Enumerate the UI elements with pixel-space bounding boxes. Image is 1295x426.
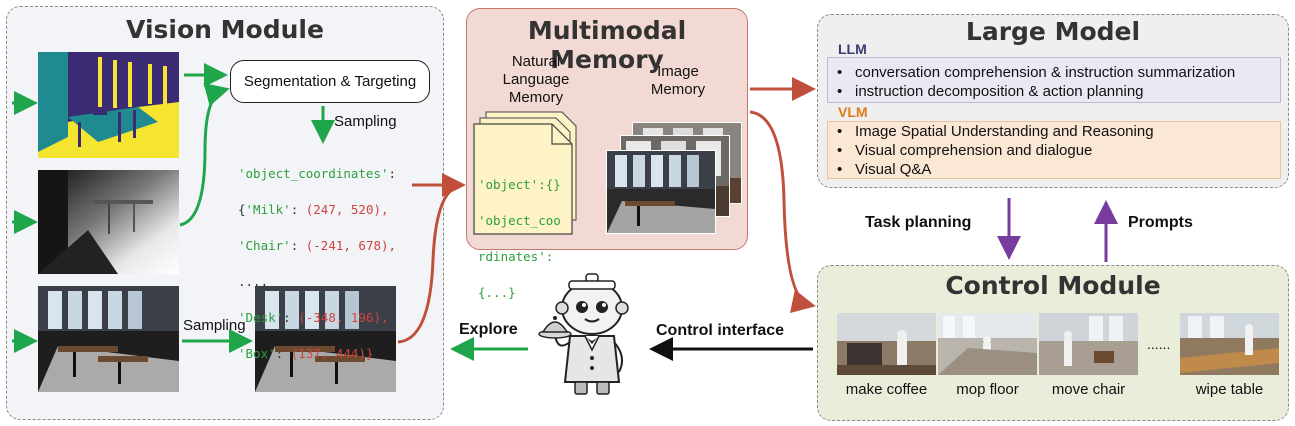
document-code: 'object':{} 'object_coo rdinates': {...} xyxy=(478,158,561,320)
explore-label: Explore xyxy=(459,321,518,338)
llm-label: LLM xyxy=(838,41,867,57)
code-value-box: (137, 444)} xyxy=(290,346,374,361)
code-key-desk: 'Desk' xyxy=(238,310,284,325)
segmentation-targeting-box: Segmentation & Targeting xyxy=(230,60,430,103)
code-open-brace: { xyxy=(238,202,246,217)
task-ellipsis: ...... xyxy=(1147,336,1171,352)
task-photo-wipe-table xyxy=(1180,313,1279,375)
vision-module-title: Vision Module xyxy=(126,15,324,44)
prompts-label: Prompts xyxy=(1128,214,1193,231)
document-stack-icon xyxy=(473,111,577,235)
code-key-object-coordinates: 'object_coordinates' xyxy=(238,166,389,181)
task-label-make-coffee: make coffee xyxy=(845,381,928,398)
vlm-item-3: Visual Q&A xyxy=(827,160,1154,179)
image-memory-label: Image Memory xyxy=(650,63,706,98)
image-memory-photo-front xyxy=(606,150,716,234)
multimodal-memory-title: Multimodal Memory xyxy=(527,16,687,74)
object-coordinates-code: 'object_coordinates': {'Milk': (247, 520… xyxy=(238,166,397,361)
code-colon: : xyxy=(388,166,397,181)
depth-image xyxy=(38,170,179,274)
vlm-list: Image Spatial Understanding and Reasonin… xyxy=(827,122,1154,179)
doc-line-2: 'object_coo xyxy=(478,213,561,228)
llm-list: conversation comprehension & instruction… xyxy=(827,63,1235,101)
task-planning-label: Task planning xyxy=(865,214,972,231)
task-photo-mop-floor xyxy=(938,313,1037,375)
task-photo-move-chair xyxy=(1039,313,1138,375)
task-label-mop-floor: mop floor xyxy=(956,381,1019,398)
doc-line-1: 'object':{} xyxy=(478,177,561,192)
doc-line-4: {...} xyxy=(478,285,516,300)
code-value-chair: (-241, 678), xyxy=(305,238,397,253)
task-photo-make-coffee xyxy=(837,313,936,375)
segmentation-image xyxy=(38,52,179,158)
vlm-item-1: Image Spatial Understanding and Reasonin… xyxy=(827,122,1154,141)
arrow-memory-to-control xyxy=(749,110,816,314)
doc-line-3: rdinates': xyxy=(478,249,554,264)
code-value-milk: (247, 520), xyxy=(305,202,389,217)
code-key-chair: 'Chair' xyxy=(238,238,291,253)
vlm-label: VLM xyxy=(838,104,868,120)
code-key-box: 'Box' xyxy=(238,346,276,361)
sampling-label-horizontal: Sampling xyxy=(183,317,246,334)
llm-item-1: conversation comprehension & instruction… xyxy=(827,63,1235,82)
code-ellipsis: ..., xyxy=(238,274,269,289)
rgb-image-input xyxy=(38,286,179,392)
sampling-label-vertical: Sampling xyxy=(334,113,397,130)
code-key-milk: 'Milk' xyxy=(245,202,291,217)
vlm-item-2: Visual comprehension and dialogue xyxy=(827,141,1154,160)
llm-item-2: instruction decomposition & action plann… xyxy=(827,82,1235,101)
rgb-image-sampled xyxy=(255,286,396,392)
natural-language-memory-label: Natural Language Memory xyxy=(502,53,570,106)
code-value-desk: (-348, 196), xyxy=(298,310,389,325)
segmentation-targeting-label: Segmentation & Targeting xyxy=(243,73,417,90)
large-model-title: Large Model xyxy=(965,17,1141,46)
task-label-move-chair: move chair xyxy=(1051,381,1126,398)
task-label-wipe-table: wipe table xyxy=(1195,381,1264,398)
control-module-title: Control Module xyxy=(945,271,1161,300)
robot-waiter-icon xyxy=(538,273,629,395)
control-interface-label: Control interface xyxy=(656,322,785,339)
